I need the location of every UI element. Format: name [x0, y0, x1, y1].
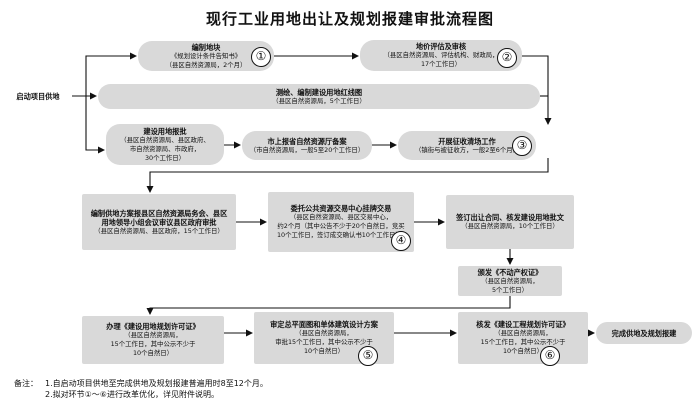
node-property-cert-title: 颁发《不动产权证》 — [477, 267, 543, 277]
node-land-price: 地价评估及审核 （县区自然资源局、评估机构、财政局， 17个工作日） — [360, 40, 522, 71]
diagram-title: 现行工业用地出让及规划报建审批流程图 — [205, 10, 494, 28]
node-land-report: 建设用地报批 （县区自然资源局、县区政府、 市自然资源局、市政府， 30个工作日… — [106, 124, 224, 165]
node-land-permit-line: （县区自然资源局， — [124, 331, 182, 339]
node-plan-approval-line: （县区自然资源局、县区政府，15个工作日） — [94, 226, 224, 235]
node-eng-permit-line: 15个工作日，其中公示不少于 — [480, 338, 566, 346]
node-city-filing-title: 市上报省自然资源厅备案 — [267, 136, 347, 146]
node-contract: 签订出让合同、核发建设用地批文 （县区自然资源局，10个工作日） — [446, 195, 574, 249]
node-design-notice-line: （县区自然资源局，2个月） — [165, 60, 247, 69]
node-contract-line: （县区自然资源局，10个工作日） — [461, 222, 559, 230]
node-land-price-line: （县区自然资源局、评估机构、财政局， — [383, 51, 499, 59]
node-city-filing: 市上报省自然资源厅备案 （市自然资源局，一般5至20个工作日） — [242, 131, 372, 160]
node-land-price-title: 地价评估及审核 — [415, 42, 467, 51]
node-master-plan-line: 10个自然日） — [303, 347, 345, 355]
node-public-trade: 委托公共资源交易中心挂牌交易 （县区自然资源局、县区交易中心， 约2个月（其中公… — [268, 192, 414, 252]
step-badge-1: ① — [251, 47, 271, 67]
node-finish-title: 完成供地及规划报建 — [611, 328, 677, 338]
node-land-permit-line: 15个工作日，其中公示不少于 — [110, 340, 196, 348]
connector-cert-permit — [146, 296, 511, 315]
node-land-report-line: （县区自然资源局、县区政府、 — [120, 135, 210, 144]
node-master-plan-title: 审定总平面图和单体建筑设计方案 — [270, 320, 378, 329]
node-property-cert-line: （县区自然资源局， — [481, 276, 539, 285]
node-master-plan-line: （县区自然资源局， — [295, 329, 353, 337]
node-finish: 完成供地及规划报建 — [596, 322, 692, 344]
node-design-notice-title: 编制地块 — [191, 42, 221, 52]
node-eng-permit-line: （县区自然资源局， — [494, 329, 552, 337]
node-public-trade-line: 约2个月（其中公告不少于20个自然日，竞买 — [277, 222, 405, 230]
node-clearance-line: （镇街与被征收方，一般2至6个月） — [415, 145, 519, 154]
node-land-permit-title: 办理《建设用地规划许可证》 — [106, 322, 200, 331]
notes-line: 1.自启动项目供地至完成供地及规划报建普遍用时8至12个月。 — [45, 379, 268, 388]
node-property-cert: 颁发《不动产权证》 （县区自然资源局， 5个工作日） — [458, 266, 562, 296]
step-badge-3: ③ — [512, 136, 532, 156]
step-badge-4: ④ — [391, 231, 411, 251]
node-land-permit-line: 10个自然日） — [132, 349, 174, 357]
node-public-trade-line: （县区自然资源局、县区交易中心， — [289, 213, 393, 221]
node-plan-approval: 编制供地方案报县区自然资源局务会、县区 用地领导小组会议审议县区政府审批 （县区… — [82, 194, 236, 250]
node-eng-permit-line: 10个自然日） — [502, 347, 544, 355]
connector-landprice-down — [520, 55, 552, 125]
node-start-title: 启动项目供地 — [16, 91, 60, 101]
node-survey: 测绘、编制建设用地红线图 （县区自然资源局，5个工作日） — [98, 84, 540, 109]
node-clearance-title: 开展征收清场工作 — [438, 136, 496, 146]
node-plan-approval-title: 编制供地方案报县区自然资源局务会、县区 — [90, 208, 228, 218]
node-city-filing-line: （市自然资源局，一般5至20个工作日） — [249, 145, 365, 154]
node-master-plan-line: 审批15个工作日，其中公示不少于 — [275, 338, 373, 346]
node-eng-permit: 核发《建设工程规划许可证》 （县区自然资源局， 15个工作日，其中公示不少于 1… — [458, 312, 588, 364]
node-public-trade-title: 委托公共资源交易中心挂牌交易 — [290, 204, 392, 213]
step-badge-2: ② — [497, 48, 517, 68]
node-land-permit: 办理《建设用地规划许可证》 （县区自然资源局， 15个工作日，其中公示不少于 1… — [82, 316, 224, 364]
connector-start-report — [85, 96, 105, 154]
connector-clearance-next — [146, 158, 549, 193]
step-badge-6: ⑥ — [540, 346, 560, 366]
node-survey-line: （县区自然资源局，5个工作日） — [272, 96, 366, 105]
notes-line: 2.拟对环节①～⑥进行改革优化，详见附件说明。 — [45, 390, 219, 399]
node-land-report-line: 30个工作日） — [144, 153, 186, 162]
node-land-report-line: 市自然资源局、市政府， — [129, 144, 201, 153]
node-public-trade-line: 10个工作日，签订成交确认书10个工作日）） — [276, 231, 406, 239]
node-start: 启动项目供地 — [0, 88, 76, 104]
notes-label: 备注： — [14, 379, 38, 388]
node-survey-title: 测绘、编制建设用地红线图 — [275, 87, 363, 97]
node-design-notice-line: 《规划设计条件告知书》 — [170, 51, 242, 60]
node-land-price-line: 17个工作日） — [420, 60, 462, 68]
node-plan-approval-line: 用地领导小组会议审议县区政府审批 — [101, 217, 217, 227]
node-contract-title: 签订出让合同、核发建设用地批文 — [456, 213, 564, 222]
node-eng-permit-title: 核发《建设工程规划许可证》 — [476, 320, 570, 329]
node-property-cert-line: 5个工作日） — [491, 285, 529, 294]
node-land-report-title: 建设用地报批 — [143, 126, 187, 136]
step-badge-5: ⑤ — [358, 346, 378, 366]
